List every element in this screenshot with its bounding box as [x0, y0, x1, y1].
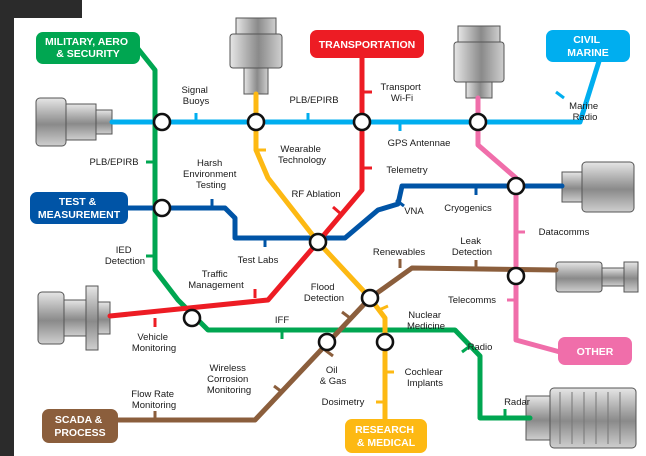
line-other	[475, 95, 563, 355]
svg-text:RESEARCH & MEDICAL: RESEARCH & MEDICAL	[355, 424, 417, 449]
station-radio[interactable]: Radio	[468, 342, 493, 353]
connector-image-top-center	[229, 17, 283, 95]
interchange-transport-civil	[352, 112, 372, 132]
station-wearable-technology[interactable]: Wearable Technology	[278, 144, 326, 166]
station-radar[interactable]: Radar	[504, 397, 530, 408]
station-rf-ablation[interactable]: RF Ablation	[291, 189, 340, 200]
station-plb-epirb-top[interactable]: PLB/EPIRB	[289, 95, 338, 106]
interchange-military-transport	[182, 308, 202, 328]
tick-marine-radio	[555, 90, 565, 100]
station-gps-antennae[interactable]: GPS Antennae	[388, 138, 451, 149]
connector-image-right-low	[555, 261, 639, 293]
station-iff[interactable]: IFF	[275, 315, 289, 326]
svg-text:TEST & MEASUREMENT: TEST & MEASUREMENT	[38, 196, 121, 221]
line-military-aero-security	[132, 42, 533, 421]
interchange-research-civil	[246, 112, 266, 132]
station-marine-radio[interactable]: Marine Radio	[569, 101, 601, 123]
tick-rf-ablation	[332, 205, 342, 216]
station-telecomms[interactable]: Telecomms	[448, 295, 496, 306]
station-vehicle-monitoring[interactable]: Vehicle Monitoring	[132, 332, 176, 354]
interchange-research-scada	[360, 288, 380, 308]
station-signal-buoys[interactable]: Signal Buoys	[181, 85, 210, 107]
station-plb-epirb-left[interactable]: PLB/EPIRB	[89, 157, 138, 168]
station-wireless-corrosion-monitoring[interactable]: Wireless Corrosion Monitoring	[207, 363, 251, 396]
tick-flood-detection	[341, 310, 351, 320]
connector-image-left-low	[37, 285, 111, 351]
interchange-military-research	[375, 332, 395, 352]
svg-text:TRANSPORTATION: TRANSPORTATION	[319, 39, 415, 51]
station-test-labs[interactable]: Test Labs	[238, 255, 279, 266]
interchange-central-hub	[308, 232, 328, 252]
top-left-edge-bar	[0, 0, 82, 18]
station-flow-rate-monitoring[interactable]: Flow Rate Monitoring	[131, 389, 176, 411]
line-box-test-measurement[interactable]: TEST & MEASUREMENT	[30, 192, 128, 224]
line-box-transportation[interactable]: TRANSPORTATION	[310, 30, 424, 58]
interchange-other-test	[506, 176, 526, 196]
station-ied-detection[interactable]: IED Detection	[105, 245, 145, 267]
interchange-military-civil	[152, 112, 172, 132]
station-harsh-environment-testing[interactable]: Harsh Environment Testing	[183, 158, 239, 191]
station-cryogenics[interactable]: Cryogenics	[444, 203, 492, 214]
connector-image-bottom-right	[525, 387, 637, 449]
station-cochlear-implants[interactable]: Cochlear Implants	[405, 367, 446, 389]
connector-image-left-top	[35, 97, 113, 147]
station-datacomms[interactable]: Datacomms	[539, 227, 590, 238]
line-box-military[interactable]: MILITARY, AERO & SECURITY	[36, 32, 140, 64]
station-traffic-management[interactable]: Traffic Management	[188, 269, 244, 291]
tick-wireless-corrosion-monitoring	[273, 384, 283, 394]
line-test-measurement	[122, 183, 565, 241]
station-nuclear-medicine[interactable]: Nuclear Medicine	[407, 310, 445, 332]
station-vna[interactable]: VNA	[404, 206, 424, 217]
interchange-other-scada	[506, 266, 526, 286]
svg-text:MILITARY, AERO & SECURIT: MILITARY, AERO & SECURITY	[45, 36, 131, 60]
line-box-civil-marine[interactable]: CIVIL MARINE	[546, 30, 630, 62]
tick-nuclear-medicine	[378, 304, 389, 312]
svg-text:SCADA & PROCESS: SCADA & PROCESS	[54, 414, 105, 439]
station-leak-detection[interactable]: Leak Detection	[452, 236, 492, 258]
connector-image-top-right	[453, 25, 505, 99]
station-dosimetry[interactable]: Dosimetry	[322, 397, 365, 408]
interchange-other-civil	[468, 112, 488, 132]
station-flood-detection[interactable]: Flood Detection	[304, 282, 344, 304]
left-edge-bar	[0, 0, 14, 456]
svg-text:CIVIL MARINE: CIVIL MARINE	[567, 34, 608, 59]
interchange-military-scada	[317, 332, 337, 352]
line-box-scada[interactable]: SCADA & PROCESS	[42, 409, 118, 443]
tick-radio	[461, 344, 471, 354]
station-oil-gas[interactable]: Oil & Gas	[320, 365, 347, 387]
tick-vna	[395, 198, 405, 208]
station-telemetry[interactable]: Telemetry	[386, 165, 427, 176]
station-transport-wifi[interactable]: Transport Wi-Fi	[381, 82, 424, 104]
line-civil-marine	[109, 55, 603, 125]
station-renewables[interactable]: Renewables	[373, 247, 426, 258]
connector-image-right-mid	[561, 161, 635, 213]
line-box-research[interactable]: RESEARCH & MEDICAL	[345, 419, 427, 453]
interchange-military-test	[152, 198, 172, 218]
line-box-other[interactable]: OTHER	[558, 337, 632, 365]
svg-text:OTHER: OTHER	[577, 346, 614, 358]
